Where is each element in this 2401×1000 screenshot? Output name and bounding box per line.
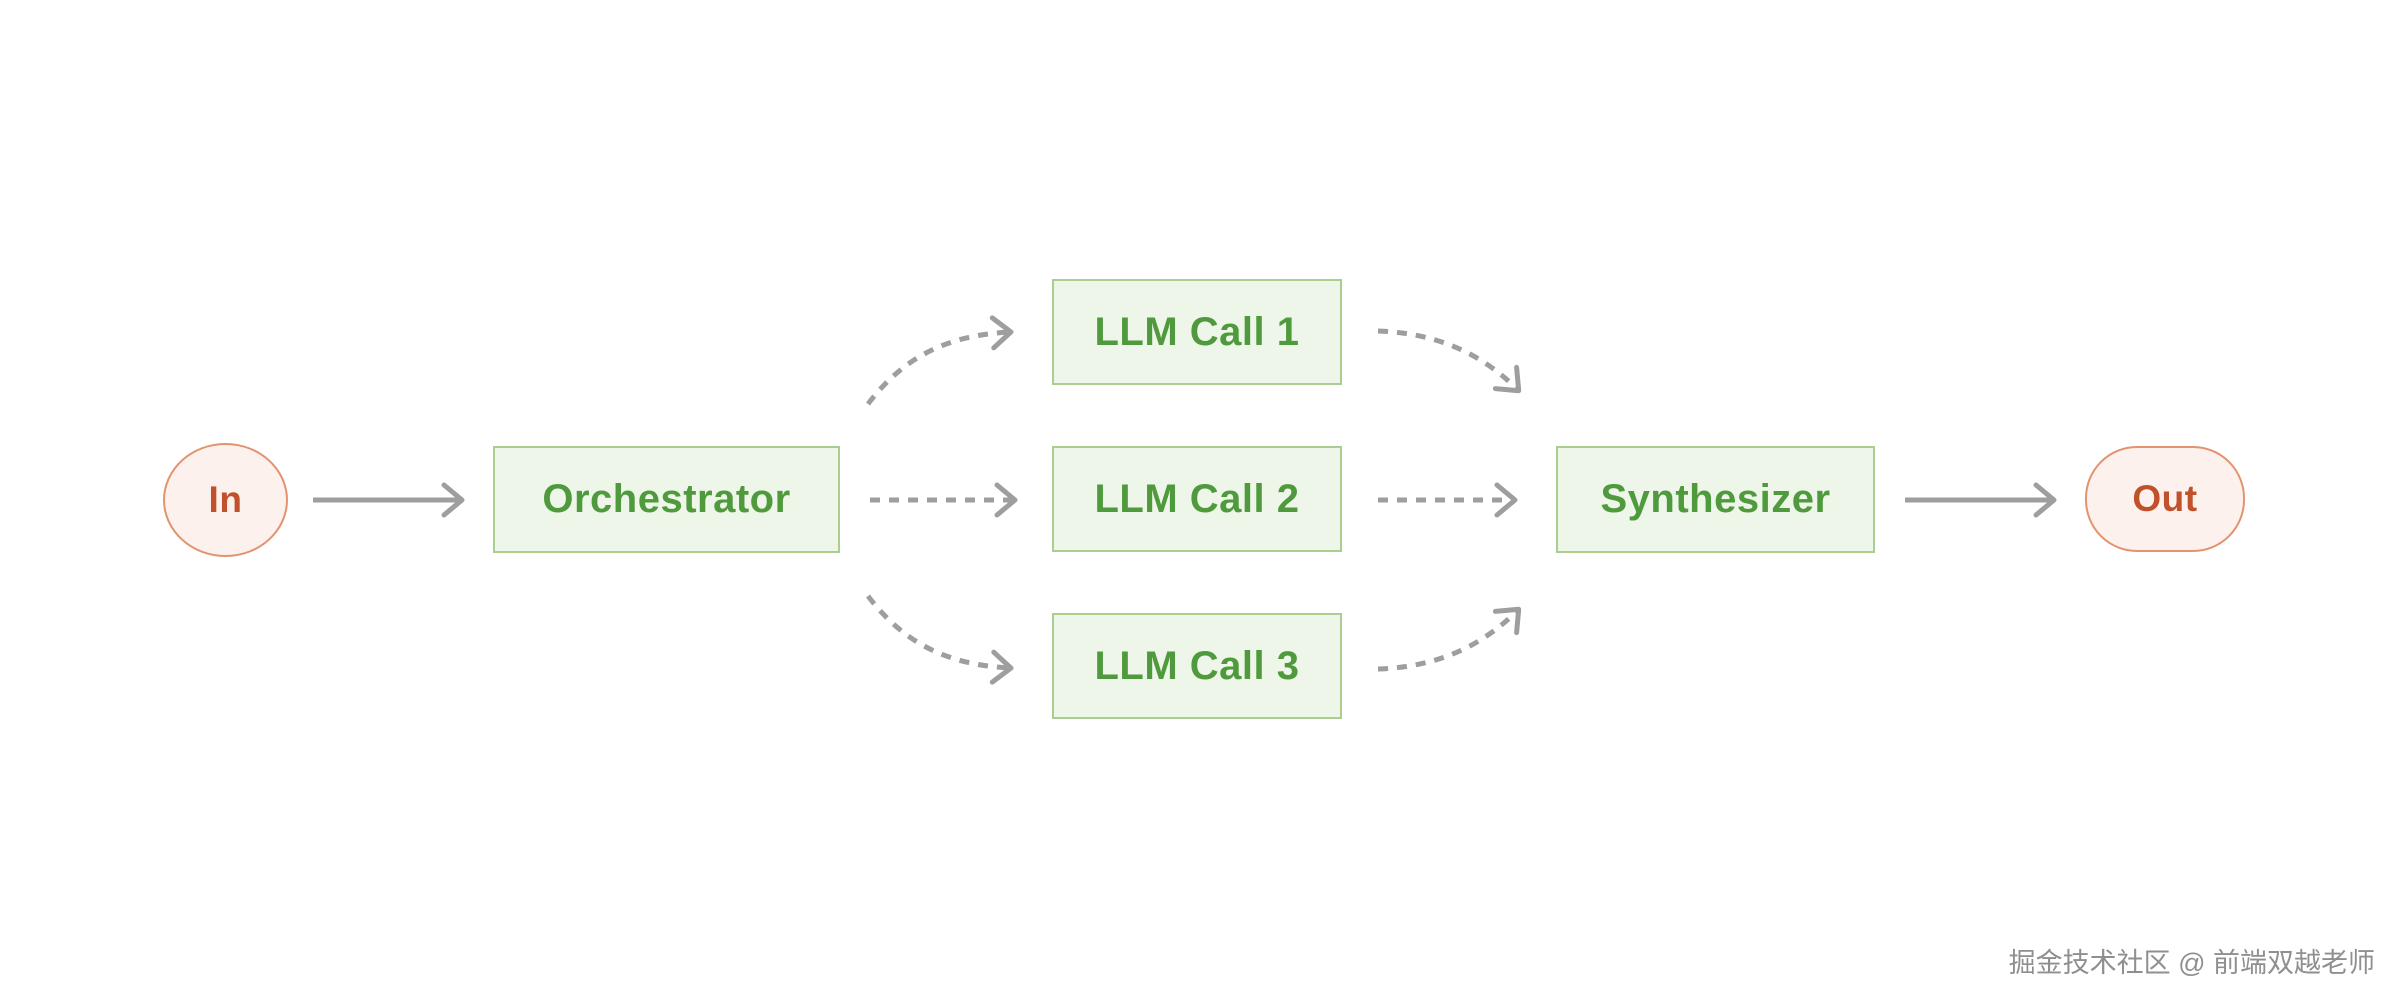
- edge-llm-call-1-to-synthesizer: [1377, 328, 1522, 394]
- node-llm-call-3-label: LLM Call 3: [1094, 643, 1300, 688]
- node-in-label: In: [208, 479, 243, 520]
- node-in: In: [163, 443, 288, 557]
- node-llm-call-1-label: LLM Call 1: [1094, 309, 1300, 354]
- edge-orchestrator-to-llm-call-3: [866, 594, 1014, 685]
- node-out: Out: [2085, 446, 2245, 552]
- node-orchestrator-label: Orchestrator: [542, 477, 791, 521]
- node-out-label: Out: [2132, 478, 2198, 519]
- edge-llm-call-3-to-synthesizer: [1377, 606, 1522, 672]
- watermark: 掘金技术社区 @ 前端双越老师: [2008, 948, 2375, 978]
- node-synthesizer-label: Synthesizer: [1600, 477, 1831, 521]
- node-llm-call-2: LLM Call 2: [1052, 446, 1342, 552]
- node-llm-call-3: LLM Call 3: [1052, 613, 1342, 719]
- node-llm-call-1: LLM Call 1: [1052, 279, 1342, 385]
- node-orchestrator: Orchestrator: [493, 446, 840, 553]
- node-synthesizer: Synthesizer: [1556, 446, 1875, 553]
- edge-orchestrator-to-llm-call-1: [866, 315, 1014, 406]
- node-llm-call-2-label: LLM Call 2: [1094, 476, 1300, 521]
